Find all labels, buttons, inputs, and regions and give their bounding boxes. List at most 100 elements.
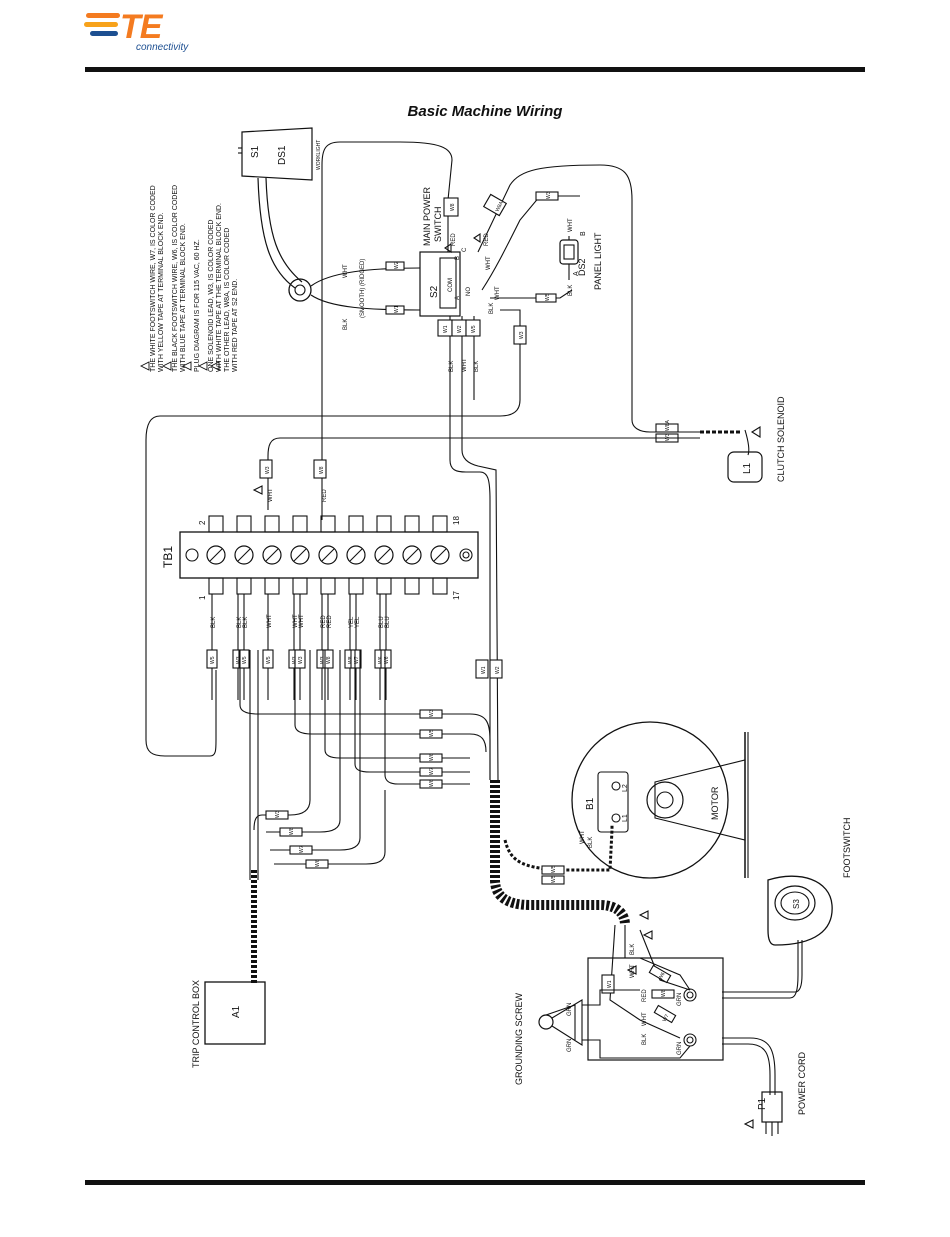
- terminal-lug: [208, 577, 224, 595]
- wire-tag-label: W2: [457, 325, 463, 333]
- terminal-lug: [432, 577, 448, 595]
- footer-rule: [85, 1180, 865, 1185]
- motor-label: MOTOR: [710, 786, 720, 820]
- screw-slot: [405, 548, 419, 562]
- note-triangle-icon: [444, 242, 452, 254]
- tb1-terminal-number: 18: [452, 516, 461, 525]
- switch-wire-label: RED: [484, 233, 490, 246]
- tb1-terminal-number: 17: [452, 591, 461, 600]
- note-triangle-icon: [638, 910, 649, 920]
- terminal-lug: [376, 577, 392, 595]
- wire-tag-label: W3: [546, 191, 552, 199]
- wire-tag: [322, 649, 334, 669]
- terminal-lug: [320, 515, 336, 533]
- terminal-screw-icon: [206, 545, 226, 565]
- switch-wire-label: RED: [451, 233, 457, 246]
- tb1-terminal-number: 1: [198, 595, 207, 600]
- tb1-bottom-leads: BLKW5BLKW3BLKW5WHTW5WHTW3WHTW3REDW3REDW8…: [206, 594, 392, 700]
- motor-wire-label: BLK: [588, 837, 594, 848]
- wire-tag-label: W3: [265, 466, 271, 474]
- terminal-lug: [292, 515, 308, 533]
- tb1-bottom-wire: RED: [321, 615, 327, 628]
- wire-tag-label: W8: [661, 989, 667, 997]
- note-triangle-icon: [743, 1119, 754, 1129]
- note-line: WITH RED TAPE AT S2 END.: [232, 279, 239, 372]
- terminal-lug: [376, 515, 392, 533]
- screw-slot: [209, 548, 223, 562]
- p1-power-plug: [761, 1091, 783, 1136]
- b1-label: B1: [585, 797, 596, 810]
- note-line: THE WHITE FOOTSWITCH WIRE, W7, IS COLOR …: [150, 185, 157, 372]
- wire-tag: [513, 325, 527, 345]
- screw-slot: [293, 548, 307, 562]
- terminal-screw-icon: [346, 545, 366, 565]
- worklight-wire-label: BLK: [343, 319, 349, 330]
- wire-tag-label: W5: [545, 293, 551, 301]
- tb1-bottom-wire: WHT: [299, 614, 305, 628]
- wire-tag-label: W7: [662, 1013, 671, 1023]
- wire-tag-label: W8: [319, 466, 325, 474]
- wire-tag: [380, 649, 392, 669]
- note-triangle-icon: [642, 930, 653, 940]
- terminal-lug: [404, 577, 420, 595]
- grounding-screw: [538, 999, 583, 1046]
- logo-stripes-icon: [84, 13, 120, 36]
- tb1-bottom-wire: BLU: [379, 616, 385, 628]
- wire-tag: [489, 659, 503, 679]
- worklight-wire-label: (SMOOTH) (RIDGED): [360, 259, 366, 318]
- switch-wire-label: WHT: [462, 358, 468, 372]
- screw-slot: [377, 548, 391, 562]
- terminal-lug: [264, 515, 280, 533]
- wire-tag-label: W6: [384, 656, 390, 664]
- wire-tag: [419, 767, 443, 777]
- terminal-lug: [432, 515, 448, 533]
- screw-slot: [265, 548, 279, 562]
- clutch-solenoid-label: CLUTCH SOLENOID: [776, 396, 786, 482]
- wire-tag: [419, 779, 443, 789]
- wire-tag-label: W7: [354, 656, 360, 664]
- wire-tag-label: W5: [551, 865, 557, 873]
- wire-tag: [238, 649, 250, 669]
- wire-tag-label: W5: [471, 325, 477, 333]
- switch-terminal: B: [455, 256, 461, 260]
- wire-tag-label: W2: [394, 261, 400, 269]
- ds2-terminal: BLK: [568, 285, 574, 296]
- l1-label: L1: [742, 462, 753, 474]
- l1-clutch-solenoid: L1: [727, 429, 763, 483]
- terminal-lug: [404, 515, 420, 533]
- wire-tag: [465, 319, 481, 337]
- wire-tag: [385, 261, 405, 271]
- logo-subtext: connectivity: [136, 42, 189, 53]
- tb1-bottom-wire: WHT: [293, 614, 299, 628]
- switch-wire-label: WHT: [486, 256, 492, 270]
- terminal-lug: [348, 577, 364, 595]
- wire-tag: [350, 649, 362, 669]
- wire-tag: [259, 459, 273, 479]
- motor-terminal: L1: [622, 814, 629, 822]
- ds1-worklight: DS1 S1 WORKLIGHT: [238, 127, 322, 181]
- box-wire-label: GRN: [677, 1042, 683, 1055]
- wire-tag-label: W6: [315, 859, 321, 867]
- wire-tag-label: W3: [298, 656, 304, 664]
- tb1-label: TB1: [161, 546, 175, 568]
- diagram-title: Basic Machine Wiring: [407, 103, 563, 120]
- note-line: WITH YELLOW TAPE AT TERMINAL BLOCK END.: [158, 212, 165, 372]
- terminal-screw-icon: [374, 545, 394, 565]
- tb1-terminal-number: 2: [198, 520, 207, 525]
- b1-motor: B1 L1 L2: [571, 721, 749, 879]
- s2-label: S2: [429, 285, 440, 298]
- tb1-bottom-wire: BLK: [237, 617, 243, 628]
- terminal-lug: [236, 577, 252, 595]
- screw-slot: [349, 548, 363, 562]
- note-line: THE BLACK FOOTSWITCH WIRE, W6, IS COLOR …: [172, 185, 179, 372]
- tb1-top-wire: WHT: [268, 488, 274, 502]
- box-wire-label: BLK: [642, 1034, 648, 1045]
- ground-wire-label: GRN: [567, 1003, 573, 1016]
- switch-wire-label: BLK: [474, 361, 480, 372]
- wire-tag-label: W5: [551, 875, 557, 883]
- note-line: THE OTHER LEAD, W8A, IS COLOR CODED: [224, 228, 231, 372]
- wire-tag-label: W1: [481, 666, 487, 674]
- switch-terminal: COM: [448, 278, 454, 292]
- wire-tag-label: W6: [429, 779, 435, 787]
- tb1-bottom-wire: WHT: [267, 614, 273, 628]
